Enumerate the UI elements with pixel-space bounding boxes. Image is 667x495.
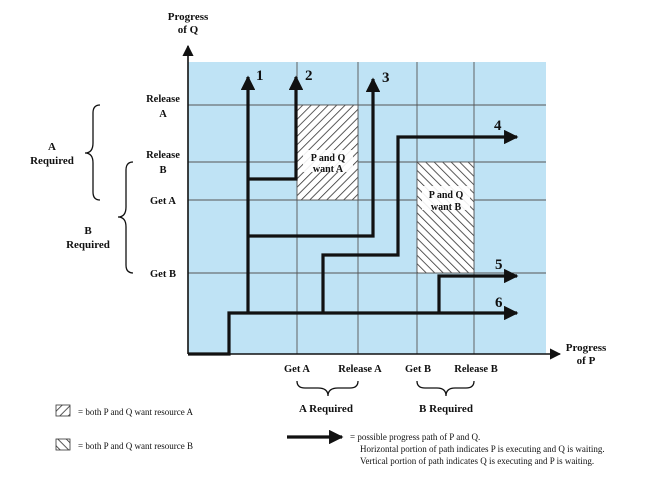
path-2 <box>248 75 304 181</box>
path-label-4: 4 <box>494 118 502 134</box>
y-axis-title-line2: of Q <box>178 24 199 36</box>
brace-a-required <box>296 380 359 397</box>
legend-hatch-b-swatch <box>55 438 71 451</box>
legend-hatch-b-text: = both P and Q want resource B <box>78 441 193 451</box>
x-axis-title-line2: of P <box>577 355 596 367</box>
path-label-6: 6 <box>495 295 503 311</box>
y-tick-release-b-line1: Release <box>146 150 180 161</box>
left-region-b-line1: B <box>84 225 92 237</box>
zone-a-label-line1: P and Q <box>311 153 346 164</box>
brace-b-required <box>416 380 475 397</box>
legend-arrow-text-line3: Vertical portion of path indicates Q is … <box>360 456 594 466</box>
legend-hatch-a-text: = both P and Q want resource A <box>78 407 193 417</box>
left-region-a-line1: A <box>48 141 56 153</box>
plot-area <box>188 62 546 354</box>
x-tick-release-a: Release A <box>338 364 382 375</box>
left-region-a-line2: Required <box>30 155 74 167</box>
legend-hatch-a-swatch <box>55 404 71 417</box>
region-label-a-required: A Required <box>299 403 353 415</box>
zone-b-label-line1: P and Q <box>429 190 464 201</box>
y-tick-release-a-line1: Release <box>146 94 180 105</box>
y-tick-release-a-line2: A <box>159 109 167 120</box>
zone-both-want-b <box>416 161 475 274</box>
legend-arrow-text-line2: Horizontal portion of path indicates P i… <box>360 444 605 454</box>
path-label-3: 3 <box>382 70 390 86</box>
left-region-b-line2: Required <box>66 239 110 251</box>
legend-arrow-text-line1: = possible progress path of P and Q. <box>350 432 480 442</box>
path-4 <box>321 129 519 313</box>
y-tick-release-b-line2: B <box>159 165 166 176</box>
path-label-2: 2 <box>305 68 313 84</box>
path-5 <box>437 268 519 313</box>
y-tick-get-b: Get B <box>150 269 176 280</box>
path-3 <box>248 77 381 238</box>
x-tick-get-b: Get B <box>405 364 431 375</box>
zone-a-label-line2: want A <box>313 164 344 175</box>
x-tick-get-a: Get A <box>284 364 310 375</box>
region-label-b-required: B Required <box>419 403 473 415</box>
progress-paths <box>188 75 519 356</box>
brace-left-b-required <box>117 161 134 274</box>
x-axis-title-line1: Progress <box>566 342 607 354</box>
path-6 <box>188 305 519 356</box>
path-label-5: 5 <box>495 257 503 273</box>
y-axis-title-line1: Progress <box>168 11 209 23</box>
x-tick-release-b: Release B <box>454 364 497 375</box>
brace-left-a-required <box>84 104 101 201</box>
path-label-1: 1 <box>256 68 264 84</box>
zone-b-label-line2: want B <box>431 202 462 213</box>
y-tick-get-a: Get A <box>150 196 176 207</box>
